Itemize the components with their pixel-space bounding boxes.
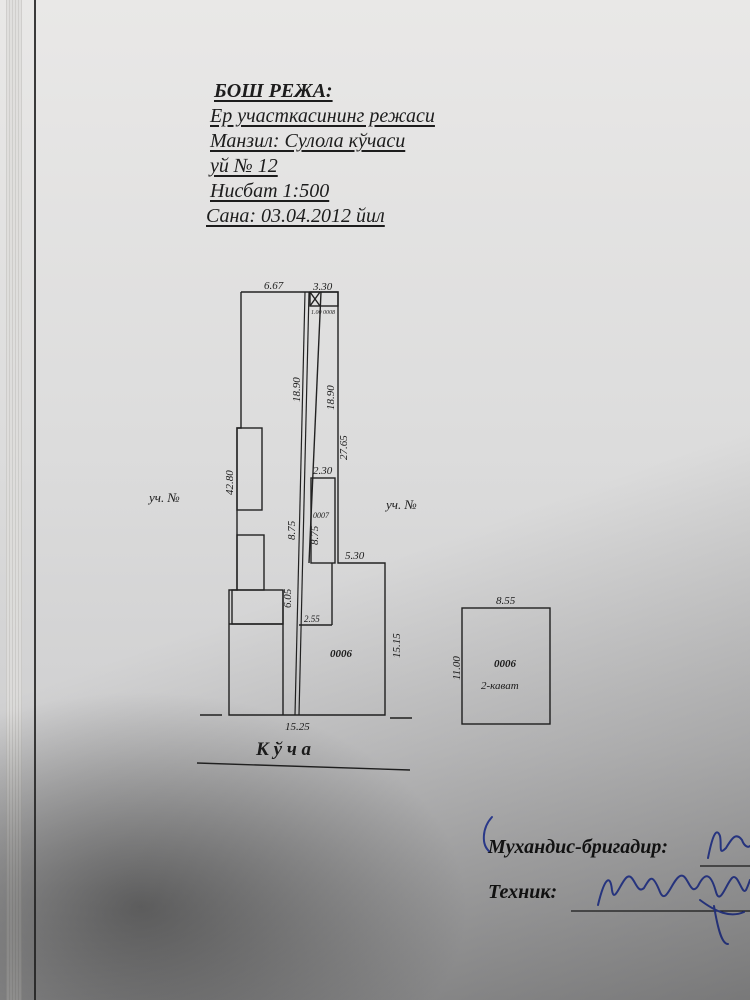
dim-top-right: 3.30 [312,281,333,293]
address-line: Манзил: Сулола кўчаси [210,130,406,152]
engineer-signature-label: Мухандис-бригадир: [488,836,669,858]
detail-width: 8.55 [496,595,516,607]
dim-house-top: 5.30 [345,550,365,562]
document-subtitle: Ер участкасининг режаси [210,105,435,127]
floor-plan-detail [461,607,551,725]
dim-passage-lower: 8.75 [286,520,298,540]
code-structure-0008: 0008 [323,310,335,316]
dim-narrow-height: 8.75 [309,525,321,545]
detail-building-code: 0006 [494,658,517,670]
neighbor-plot-left: уч. № [147,490,180,505]
neighbor-plot-right: уч. № [384,497,417,512]
dim-house-ledge: 2.55 [304,614,320,624]
engineer-bracket-mark [482,816,493,853]
passage-line-right [298,291,310,716]
technician-signature-label: Техник: [488,881,558,903]
engineer-signature [707,831,750,859]
detail-height: 11.00 [451,656,463,680]
dim-small-top: 1.00 [311,310,322,316]
dim-right-upper: 18.90 [325,385,337,410]
dim-narrow-width: 2.30 [313,465,333,477]
dim-top-left: 6.67 [264,280,284,292]
dim-left-side: 42.80 [224,470,236,495]
technician-signature [597,874,750,945]
passage-line-left [294,291,306,716]
scale-line: Нисбат 1:500 [210,180,330,202]
dim-house-right: 15.15 [391,633,403,658]
outbuilding-lower [231,589,284,625]
date-line: Сана: 03.04.2012 йил [206,205,385,227]
house-number-line: уй № 12 [210,155,278,177]
dim-passage-upper: 18.90 [291,377,303,402]
page-frame-line [34,0,36,1000]
outbuilding-upper [236,427,263,511]
structure-0008-hatch-2 [309,291,321,307]
dim-right-total: 27.65 [338,435,350,460]
structure-0008 [309,291,339,307]
detail-floors: 2-кават [481,680,519,692]
structure-0007 [310,477,336,564]
document-title: БОШ РЕЖА: [214,80,333,102]
dim-passage-bottom: 6.05 [282,588,294,608]
dim-bottom: 15.25 [285,721,310,733]
outbuilding-middle [236,534,265,591]
street-label: К ў ч а [255,739,312,760]
code-house-0006: 0006 [330,648,353,660]
street-line [196,762,411,771]
code-structure-0007: 0007 [313,511,330,520]
